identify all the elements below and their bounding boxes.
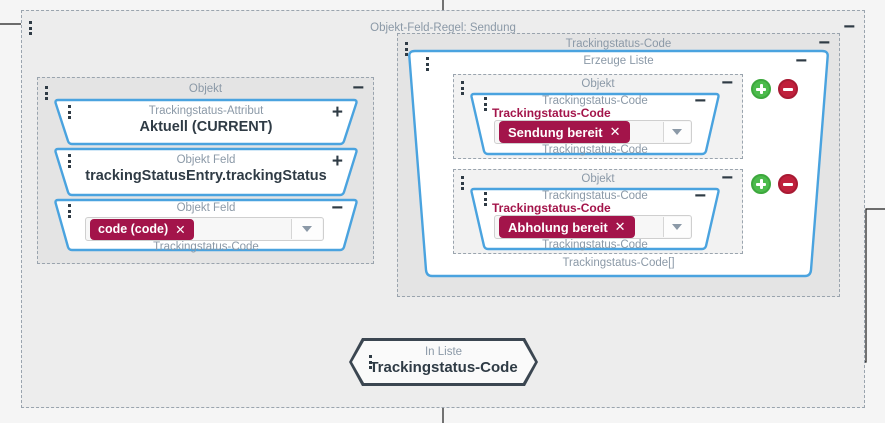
left-card-objektfeld-2-collapse-minus-icon[interactable]: −	[331, 197, 343, 219]
right-item-1-bottom-label: Trackingstatus-Code	[542, 144, 648, 156]
right-item-2-top-label: Trackingstatus-Code	[542, 190, 648, 202]
left-objekt-drag-grip-icon[interactable]	[45, 86, 49, 100]
right-item-2-tag-close-x-icon[interactable]: ✕	[614, 219, 626, 234]
right-item-2-add-circle-icon[interactable]	[751, 174, 771, 194]
right-item-2-dropdown-button[interactable]	[663, 217, 690, 237]
right-objekt-item-1-header-label: Objekt	[581, 78, 615, 90]
left-card-attribut-plus-icon[interactable]: +	[331, 102, 343, 123]
erzeuge-liste-collapse-minus-icon[interactable]: −	[795, 50, 807, 72]
left-code-dropdown-button[interactable]	[291, 219, 322, 239]
right-trackingstatus-frame[interactable]: Trackingstatus-Code − Erzeuge Liste − Tr…	[397, 33, 840, 297]
left-card-objektfeld-2-bottom-label: Trackingstatus-Code	[153, 241, 259, 253]
chevron-down-icon	[672, 129, 682, 135]
right-item-1-card[interactable]: Trackingstatus-Code − Trackingstatus-Cod…	[468, 91, 722, 157]
erzeuge-liste-grip-icon[interactable]	[426, 57, 430, 71]
right-frame-collapse-minus-icon[interactable]: −	[818, 32, 830, 54]
left-card-objektfeld-1-value: trackingStatusEntry.trackingStatus	[85, 168, 327, 184]
left-card-objektfeld-1-grip-icon[interactable]	[68, 154, 72, 168]
left-objekt-container[interactable]: Objekt − Trackingstatus-Attribut Aktuell…	[37, 77, 374, 264]
left-objekt-collapse-minus-icon[interactable]: −	[352, 77, 364, 99]
right-objekt-item-2-collapse-minus-icon[interactable]: −	[721, 167, 733, 189]
right-item-2-card-grip-icon[interactable]	[484, 192, 488, 206]
in-liste-drag-grip-icon[interactable]	[369, 355, 373, 369]
right-item-2-field-label: Trackingstatus-Code	[492, 201, 611, 215]
in-liste-top-label: In Liste	[424, 346, 463, 358]
right-item-2-collapse-minus-icon[interactable]: −	[694, 185, 706, 207]
erzeuge-liste-bottom-label: Trackingstatus-Code[]	[562, 257, 675, 269]
left-card-attribut-top-label: Trackingstatus-Attribut	[148, 105, 264, 117]
in-liste-node[interactable]: In Liste Trackingstatus-Code	[349, 338, 538, 386]
right-item-2-tag-label: Abholung bereit	[508, 219, 608, 235]
right-objekt-item-2-grip-icon[interactable]	[461, 176, 465, 190]
right-item-2-tag-input[interactable]: Abholung bereit ✕	[494, 215, 692, 239]
rule-collapse-minus-icon[interactable]: −	[843, 16, 855, 38]
erzeuge-liste-top-label: Erzeuge Liste	[583, 55, 654, 67]
right-item-2-remove-circle-icon[interactable]	[778, 174, 798, 194]
card-trapezoid-shape	[54, 98, 358, 146]
left-card-objektfeld-1[interactable]: Objekt Feld trackingStatusEntry.tracking…	[52, 146, 360, 198]
in-liste-main-text: Trackingstatus-Code	[369, 359, 518, 376]
right-frame-drag-grip-icon[interactable]	[405, 42, 409, 56]
left-card-objektfeld-1-plus-icon[interactable]: +	[331, 151, 343, 172]
right-item-1-card-grip-icon[interactable]	[484, 97, 488, 111]
left-code-tag-input[interactable]: code (code) ✕	[85, 217, 324, 241]
right-item-1-dropdown-button[interactable]	[663, 122, 690, 142]
left-card-objektfeld-2-grip-icon[interactable]	[68, 204, 72, 218]
right-objekt-item-1-grip-icon[interactable]	[461, 81, 465, 95]
card-trapezoid-shape	[54, 147, 358, 197]
in-liste-hex-inner	[352, 341, 535, 383]
right-item-1-top-label: Trackingstatus-Code	[542, 95, 648, 107]
right-frame-header-label: Trackingstatus-Code	[565, 38, 672, 50]
right-objekt-item-1-collapse-minus-icon[interactable]: −	[721, 72, 733, 94]
right-item-1-remove-circle-icon[interactable]	[778, 79, 798, 99]
left-card-objektfeld-1-top-label: Objekt Feld	[176, 154, 236, 166]
right-item-1-tag-input[interactable]: Sendung bereit ✕	[494, 120, 692, 144]
right-item-2-tag[interactable]: Abholung bereit ✕	[499, 216, 635, 238]
right-item-2-bottom-label: Trackingstatus-Code	[542, 239, 648, 251]
left-card-objektfeld-2[interactable]: Objekt Feld − code (code) ✕ Trackingstat…	[52, 197, 360, 253]
left-card-attribut[interactable]: Trackingstatus-Attribut Aktuell (CURRENT…	[52, 97, 360, 147]
left-card-attribut-grip-icon[interactable]	[68, 105, 72, 119]
right-item-1-add-circle-icon[interactable]	[751, 79, 771, 99]
left-code-tag[interactable]: code (code) ✕	[90, 218, 194, 240]
right-item-1-tag-label: Sendung bereit	[508, 124, 603, 140]
right-objekt-item-2-header-label: Objekt	[581, 173, 615, 185]
rule-drag-grip-icon[interactable]	[29, 21, 33, 35]
left-card-objektfeld-2-top-label: Objekt Feld	[176, 202, 236, 214]
right-item-1-field-label: Trackingstatus-Code	[492, 106, 611, 120]
page-title: Objekt-Feld-Regel: Sendung	[370, 22, 516, 34]
right-item-2-card[interactable]: Trackingstatus-Code − Trackingstatus-Cod…	[468, 186, 722, 252]
left-code-tag-label: code (code)	[98, 222, 169, 236]
left-objekt-header-label: Objekt	[188, 83, 223, 95]
chevron-down-icon	[302, 226, 312, 232]
left-card-attribut-value: Aktuell (CURRENT)	[139, 119, 273, 135]
chevron-down-icon	[672, 224, 682, 230]
left-code-tag-close-x-icon[interactable]: ✕	[175, 222, 186, 237]
right-item-1-tag-close-x-icon[interactable]: ✕	[609, 124, 621, 139]
right-item-1-tag[interactable]: Sendung bereit ✕	[499, 121, 630, 143]
right-objekt-item-1[interactable]: Objekt − Trackingstatus-Code − Trackings…	[453, 72, 743, 159]
right-item-1-collapse-minus-icon[interactable]: −	[694, 90, 706, 112]
right-objekt-item-2[interactable]: Objekt − Trackingstatus-Code − Trackings…	[453, 167, 743, 254]
